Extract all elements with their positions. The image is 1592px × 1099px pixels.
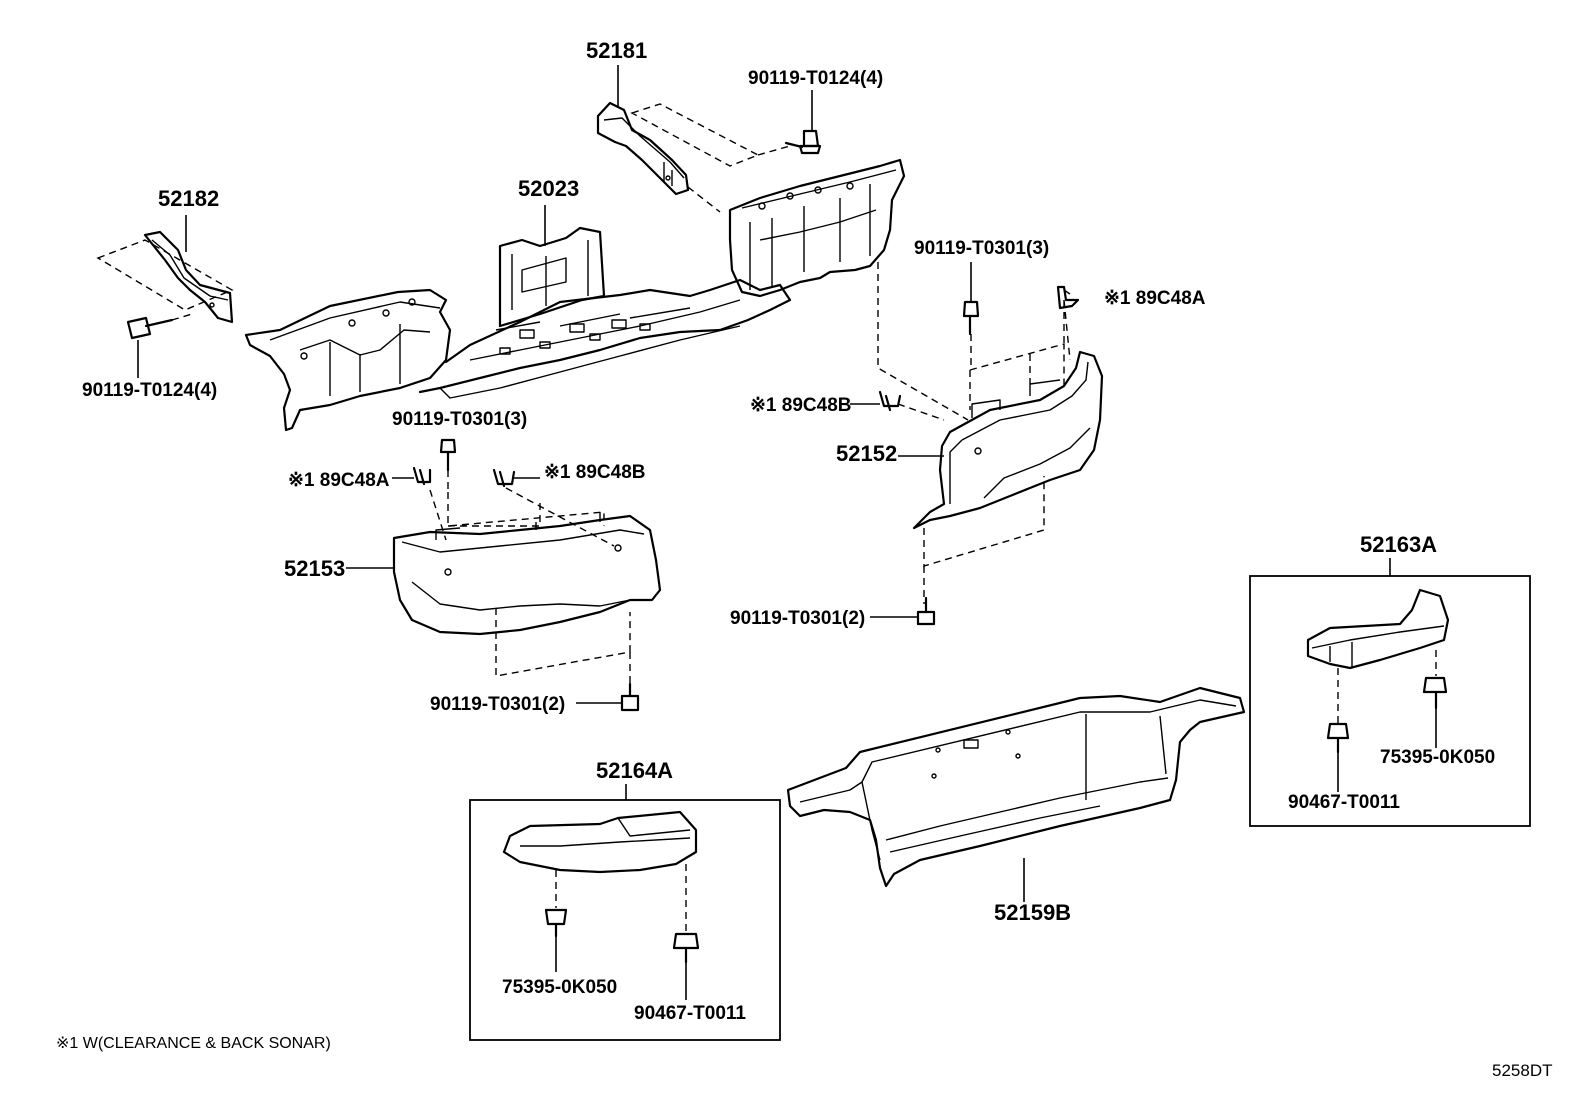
label-clip-b-l: ※1 89C48B	[544, 462, 645, 483]
label-52181: 52181	[586, 38, 647, 63]
label-bolt-r3: 90119-T0301(3)	[914, 238, 1049, 259]
bolt-icon	[439, 438, 457, 472]
guide-52182	[96, 239, 234, 311]
guide-52181b	[687, 186, 721, 213]
label-52159B: 52159B	[994, 900, 1071, 925]
clip-icon	[1056, 285, 1080, 310]
reinforcement-52023	[244, 158, 906, 432]
label-bolt-tr: 90119-T0124(4)	[748, 68, 883, 89]
footnote: ※1 W(CLEARANCE & BACK SONAR)	[56, 1035, 331, 1052]
bumper-end-52152	[912, 350, 1104, 530]
label-90467-r: 90467-T0011	[1288, 792, 1400, 813]
guide-52181	[630, 103, 760, 167]
label-clip-a-l: ※1 89C48A	[288, 470, 390, 491]
box-52163A	[1249, 575, 1531, 827]
bolt-icon	[620, 682, 640, 712]
label-52152: 52152	[836, 441, 897, 466]
label-bolt-c2: 90119-T0301(2)	[430, 694, 565, 715]
step-pad-52164A	[502, 810, 698, 874]
label-52023: 52023	[518, 176, 579, 201]
bolt-icon	[784, 129, 822, 155]
label-75395-r: 75395-0K050	[1380, 747, 1495, 768]
label-52182: 52182	[158, 186, 219, 211]
step-52159B	[786, 686, 1246, 888]
label-bolt-tl: 90119-T0124(4)	[82, 380, 217, 401]
label-52163A: 52163A	[1360, 532, 1437, 557]
label-bolt-r2: 90119-T0301(2)	[730, 608, 865, 629]
label-bolt-c3: 90119-T0301(3)	[392, 409, 527, 430]
clip-icon	[412, 466, 432, 486]
bolt-icon	[962, 300, 980, 336]
box-52164A	[469, 799, 781, 1041]
label-75395-l: 75395-0K050	[502, 977, 617, 998]
step-pad-52163A	[1306, 588, 1450, 670]
clip-icon	[1422, 676, 1448, 710]
clip-icon	[544, 908, 568, 938]
clip-icon	[1326, 722, 1350, 754]
diagram-code: 5258DT	[1492, 1061, 1552, 1080]
bracket-52181	[596, 101, 690, 196]
bumper-end-52153	[392, 512, 662, 636]
clip-icon	[672, 932, 700, 964]
bolt-icon	[126, 316, 174, 340]
label-52153: 52153	[284, 556, 345, 581]
label-clip-a-r: ※1 89C48A	[1104, 288, 1206, 309]
bolt-icon	[916, 596, 936, 626]
clip-icon	[878, 390, 902, 412]
label-clip-b-r: ※1 89C48B	[750, 395, 851, 416]
label-52164A: 52164A	[596, 758, 673, 783]
clip-icon	[492, 468, 516, 488]
label-90467-l: 90467-T0011	[634, 1003, 746, 1024]
